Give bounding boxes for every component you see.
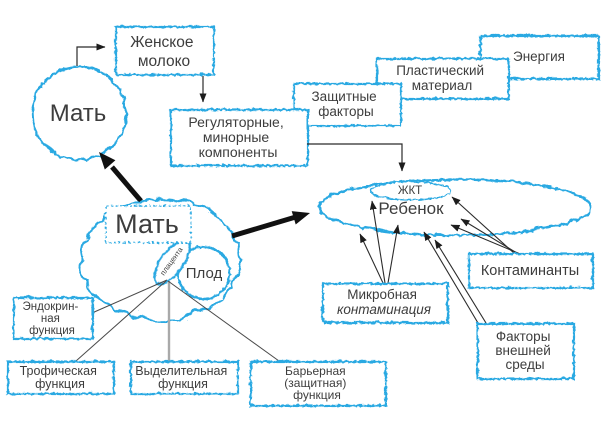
protective-factors-label: Защитные факторы [312,89,381,119]
node-environment: Факторы внешней среды [475,321,575,380]
contaminants-box [466,251,594,289]
energy-label: Энергия [513,49,565,64]
node-trophic: Трофическая функция [5,359,115,395]
trophic-label: Трофическая функция [20,364,101,391]
arrow-contaminants-2 [460,218,521,256]
regulatory-label: Регуляторные, минорные компоненты [188,114,287,160]
line-placenta-barrier [167,280,280,362]
git-ellipse [369,180,451,200]
endocrine-box [11,295,94,340]
node-plastic-material: Пластический материал [374,56,510,100]
excretory-label: Выделительная функция [135,364,230,391]
line-placenta-trophic [75,280,167,362]
node-protective-factors: Защитные факторы [291,81,402,127]
arrow-environment-2 [434,239,487,324]
protective-factors-box [291,81,402,127]
arrow-contaminants-1 [451,196,516,255]
mother-cloud-box [104,204,191,243]
plastic-material-label: Пластический материал [396,63,488,93]
environment-box [475,321,575,380]
endocrine-label: Эндокрин- ная функция [23,301,82,337]
child-label: Ребенок [378,199,444,218]
excretory-box [128,359,239,395]
node-contaminants: Контаминанты [466,251,594,289]
arrow-microbial-3 [387,224,401,284]
arrow-regulatory-to-child [307,143,406,172]
thick-arrow-cloud-to-mother [99,152,143,203]
arrow-microbial-2 [369,200,386,284]
node-barrier: Барьерная (защитная) функция [248,359,387,407]
trophic-box [5,359,115,395]
node-mother-cloud: Мать плацента Плод [77,194,239,320]
node-excretory: Выделительная функция [128,359,239,395]
arrow-contaminants-3 [450,224,526,257]
barrier-label: Барьерная (защитная) функция [284,364,349,402]
thick-arrow-cloud-to-child [231,211,310,239]
arrow-mother-to-milk [76,43,106,66]
git-label: ЖКТ [398,185,422,197]
plastic-material-box [374,56,510,100]
line-placenta-endocrine [91,279,168,314]
arrow-microbial-1 [359,233,384,284]
microbial-label: Микробная контаминация [337,287,431,317]
node-endocrine: Эндокрин- ная функция [11,295,94,340]
human-milk-label: Женское молоко [130,34,198,70]
human-milk-box [113,24,215,76]
mother-cloud-label: Мать [115,209,179,239]
node-microbial: Микробная контаминация [320,281,449,324]
barrier-box [248,359,387,407]
microbial-box [320,281,449,324]
mother-circle-shape [29,63,127,161]
contaminants-label: Контаминанты [481,263,579,279]
node-human-milk: Женское молоко [113,24,215,76]
environment-label: Факторы внешней среды [495,329,554,372]
regulatory-box [168,107,309,167]
node-child-oval: ЖКТ Ребенок [316,176,592,236]
node-mother-circle: Мать [29,63,127,161]
fetus-label: Плод [186,265,223,282]
arrow-environment-1 [423,231,479,324]
node-regulatory: Регуляторные, минорные компоненты [168,107,309,167]
child-oval-shape [316,176,592,236]
mother-circle-label: Мать [50,100,107,127]
